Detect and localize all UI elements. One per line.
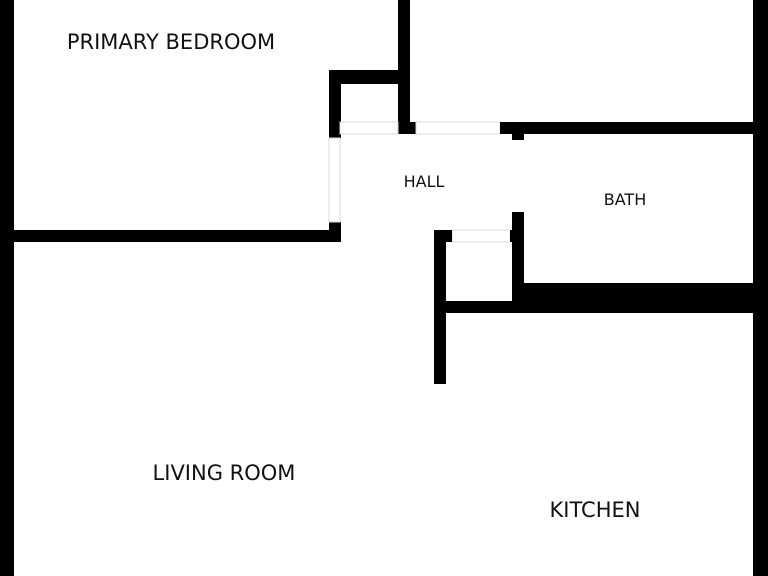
room-label-primary-bedroom: PRIMARY BEDROOM — [67, 30, 275, 54]
linen-door-opening — [451, 229, 511, 243]
closet-wall-top — [329, 70, 409, 84]
room-label-bath: BATH — [604, 190, 646, 209]
bedroom-wall-bottom — [14, 230, 340, 242]
room-label-hall: HALL — [404, 172, 445, 191]
closet-wall-right — [398, 0, 410, 134]
closet-wall-left — [329, 70, 341, 138]
room-label-kitchen: KITCHEN — [550, 498, 641, 522]
room-label-living-room: LIVING ROOM — [153, 461, 296, 485]
kitchen-wall-top-right — [512, 301, 753, 313]
closet-door-opening — [339, 121, 399, 135]
bedroom-door-opening — [328, 137, 341, 223]
linen-wall-right-cap — [510, 230, 524, 242]
bedroom-wall-right-stub — [329, 222, 341, 242]
outer-wall-left — [0, 0, 14, 576]
outer-wall-right — [753, 0, 768, 576]
kitchen-wall-top — [434, 301, 524, 313]
upper-room-wall-bottom — [500, 122, 753, 134]
upper-room-door-opening — [415, 121, 501, 135]
bath-wall-left-top — [512, 122, 524, 140]
closet-wall-foot — [398, 122, 416, 134]
